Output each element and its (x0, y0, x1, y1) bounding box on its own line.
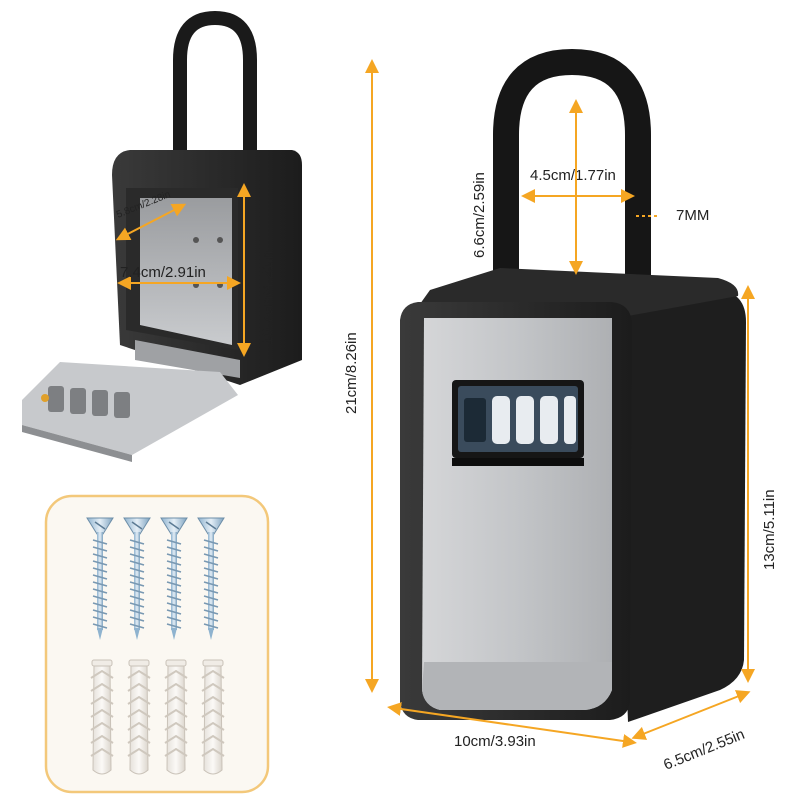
closed-shackle (493, 48, 651, 300)
shackle-height-label: 6.6cm/2.59in (471, 172, 488, 258)
open-shackle (173, 10, 257, 157)
wall-anchor-icon (201, 659, 225, 775)
wall-anchor-icon (127, 659, 151, 775)
wall-anchor-icon (164, 659, 188, 775)
anchors-group (90, 659, 225, 775)
closed-lock-panel (422, 318, 612, 710)
shackle-width-label: 4.5cm/1.77in (530, 167, 616, 184)
closed-key-lockbox-icon (400, 48, 746, 722)
combination-dials (464, 396, 576, 444)
wall-anchor-icon (90, 659, 114, 775)
screw-icon (160, 517, 188, 640)
closed-lock-side (612, 290, 746, 722)
open-key-lockbox-icon (22, 10, 302, 462)
accessories-frame (44, 494, 270, 794)
shackle-diameter-label: 7MM (676, 207, 709, 224)
door-dials (41, 386, 130, 418)
open-width-label: 7.4cm/2.91in (120, 264, 206, 281)
screw-icon (123, 517, 151, 640)
screws-group (86, 517, 225, 640)
screw-icon (86, 517, 114, 640)
body-depth-label: 6.5cm/2.55in (661, 726, 747, 774)
screw-icon (197, 517, 225, 640)
body-width-label: 10cm/3.93in (454, 733, 536, 750)
open-height-label: 10.7cm/4.21in (259, 251, 276, 345)
body-height-label: 13cm/5.11in (761, 489, 778, 570)
accessories-panel (44, 494, 270, 794)
total-height-label: 21cm/8.26in (343, 332, 360, 414)
